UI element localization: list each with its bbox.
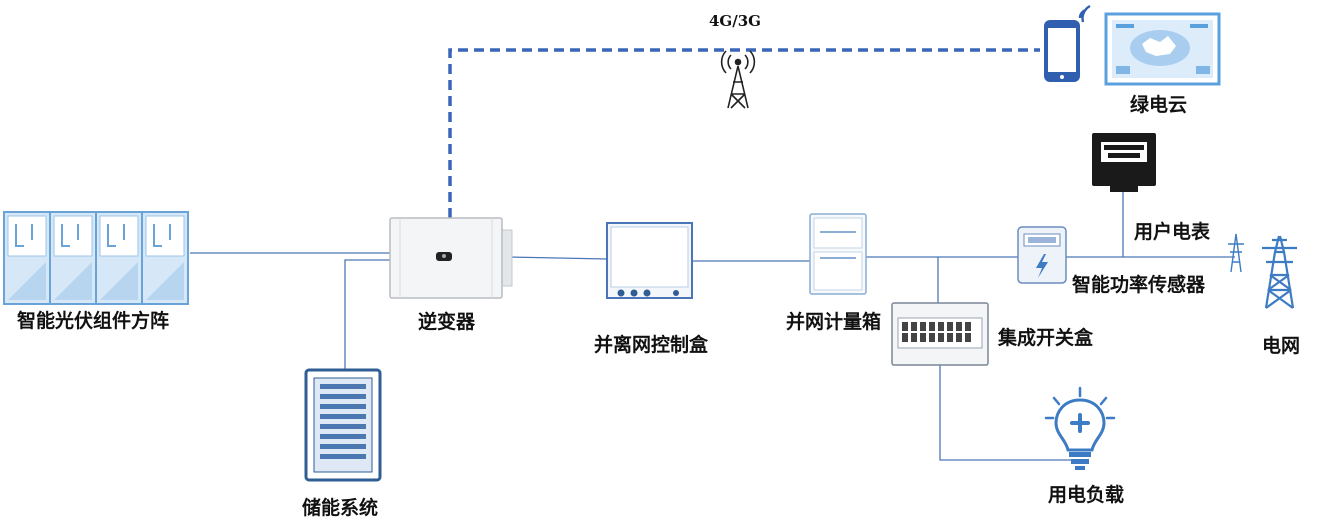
wireless-dashed-link	[448, 48, 1040, 218]
cloud-label: 绿电云	[1130, 94, 1188, 116]
network-label: 4G/3G	[709, 12, 761, 30]
line-switchbox-load	[939, 365, 1073, 461]
power-sensor-icon	[1017, 226, 1067, 284]
pv-panel-icon	[141, 211, 189, 305]
inverter-icon	[389, 217, 513, 299]
grid-meter-box-label: 并网计量箱	[786, 311, 882, 333]
load-label: 用电负载	[1048, 484, 1125, 506]
pv-array-label: 智能光伏组件方阵	[17, 310, 170, 332]
switch-box-label: 集成开关盒	[998, 327, 1094, 349]
signal-tower-icon	[720, 50, 756, 109]
power-sensor-label: 智能功率传感器	[1072, 274, 1206, 296]
grid-label: 电网	[1262, 335, 1301, 357]
grid-meter-box-icon	[809, 213, 867, 295]
offgrid-box-label: 并离网控制盒	[594, 334, 709, 356]
pv-panel-icon	[95, 211, 143, 305]
user-meter-label: 用户电表	[1134, 221, 1211, 243]
offgrid-box-icon	[606, 222, 693, 299]
line-inverter-offgrid	[507, 256, 608, 260]
pv-panel-icon	[3, 211, 51, 305]
storage-label: 储能系统	[302, 497, 379, 519]
pv-array-icon	[3, 211, 189, 305]
cloud-dashboard-icon	[1104, 12, 1221, 86]
lightbulb-icon	[1044, 386, 1116, 470]
inverter-label: 逆变器	[418, 311, 476, 333]
small-pylon-icon	[1228, 233, 1244, 273]
line-storage-inverter	[344, 259, 390, 370]
phone-icon	[1044, 4, 1091, 82]
grid-tower-icon	[1262, 235, 1297, 309]
storage-icon	[304, 368, 382, 482]
pv-panel-icon	[49, 211, 97, 305]
switch-box-icon	[891, 302, 989, 366]
user-meter-icon	[1092, 133, 1156, 192]
